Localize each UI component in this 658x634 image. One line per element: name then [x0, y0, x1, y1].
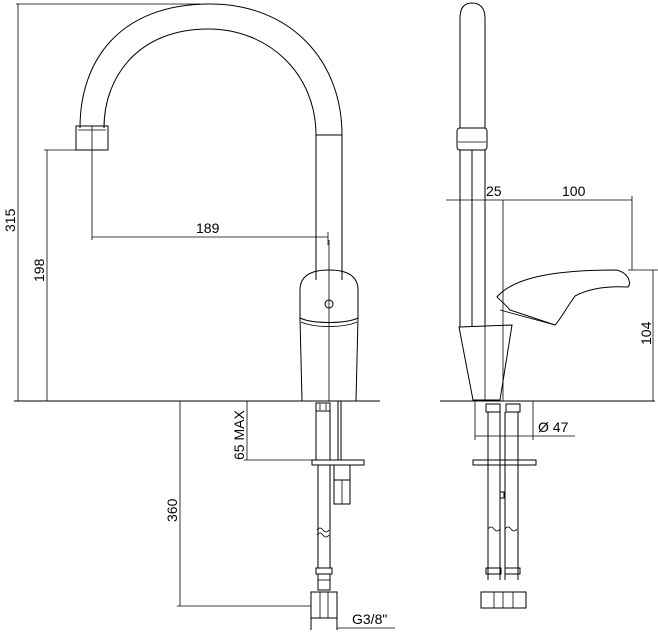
hose-nut: [310, 591, 338, 619]
mounting-plate: [311, 459, 365, 466]
dim-hose-length: 360: [164, 498, 180, 522]
spout-outer-arc: [79, 3, 343, 136]
dim-thread-size: G3/8": [352, 611, 387, 627]
dim-base-diameter: Ø 47: [538, 419, 569, 435]
dim-deck-thickness: 65 MAX: [231, 410, 247, 460]
front-view: 315 198 189 65 MAX 360 G3/8": [2, 3, 395, 630]
mounting-plate-side: [472, 459, 537, 466]
dim-total-height: 315: [2, 208, 18, 232]
dim-lever-reach: 100: [562, 183, 586, 199]
dim-spout-height: 198: [31, 258, 47, 282]
lever-handle: [299, 269, 359, 323]
dim-spout-offset: 25: [486, 183, 502, 199]
spout-side: [459, 2, 486, 128]
side-view: 25 100 104 Ø 47: [440, 2, 658, 609]
lever-side: [496, 269, 630, 326]
hose-nuts-side: [480, 591, 527, 609]
spout-inner-arc: [103, 28, 317, 136]
body-side: [458, 324, 513, 401]
dim-spout-reach: 189: [196, 220, 220, 236]
dim-body-height: 104: [638, 321, 654, 345]
spout-collar: [456, 127, 488, 151]
